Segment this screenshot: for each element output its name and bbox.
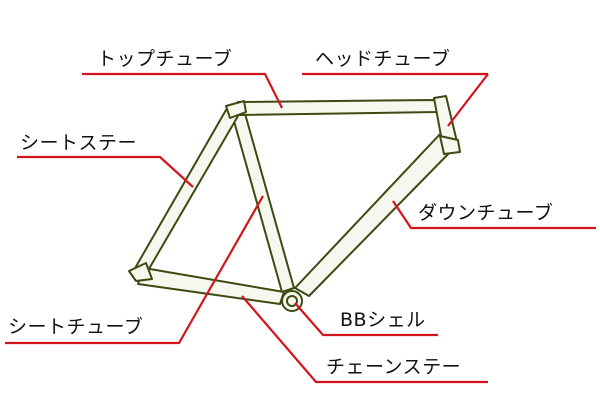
leader-seat-stay xyxy=(17,155,194,188)
frame-tubes xyxy=(128,95,461,312)
leader-down-tube xyxy=(392,200,596,230)
leader-top-tube xyxy=(82,72,283,109)
leader-chain-stay xyxy=(241,295,488,384)
label-top-tube: トップチューブ xyxy=(97,48,233,70)
label-seat-tube: シートチューブ xyxy=(8,316,144,338)
top-tube xyxy=(237,99,438,116)
label-chain-stay: チェーンステー xyxy=(326,356,462,378)
leader-bb-shell xyxy=(294,302,438,337)
label-down-tube: ダウンチューブ xyxy=(418,202,554,224)
leader-lines xyxy=(5,72,596,384)
leader-seat-tube xyxy=(5,195,264,345)
seat-stay xyxy=(133,109,239,275)
rear-dropout xyxy=(128,262,153,282)
head-tube-lug xyxy=(439,135,461,155)
label-seat-stay: シートステー xyxy=(20,132,138,154)
seat-lug xyxy=(225,100,247,119)
label-bb-shell: BBシェル xyxy=(340,309,426,331)
label-head-tube: ヘッドチューブ xyxy=(315,48,451,70)
leader-head-tube-pointer xyxy=(447,73,489,127)
seat-tube xyxy=(231,109,295,293)
